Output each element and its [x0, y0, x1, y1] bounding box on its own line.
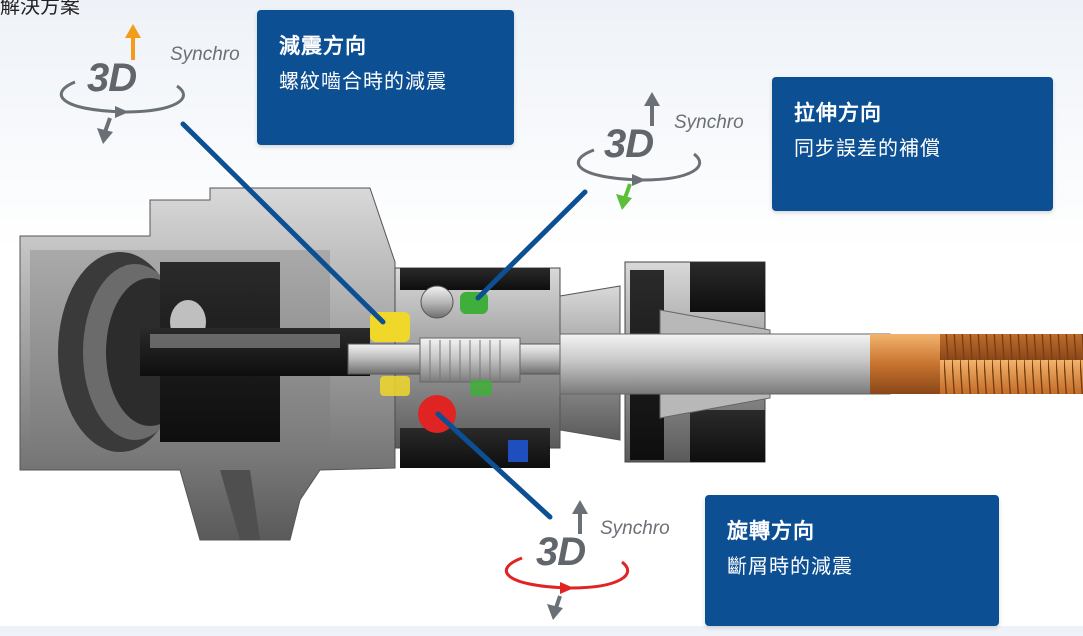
rotation-title: 旋轉方向: [727, 519, 815, 543]
rotation-direction-logo: 3D Synchro: [488, 496, 718, 636]
damping-description: 螺紋嚙合時的減震: [279, 69, 447, 93]
tension-title: 拉伸方向: [794, 101, 882, 125]
damping-connector-line: [180, 121, 386, 325]
damping-arrows-icon: [59, 24, 185, 144]
logo-synchro-text: Synchro: [170, 44, 240, 65]
tension-direction-callout: 拉伸方向 同步誤差的補償: [772, 77, 1053, 211]
rotation-description: 斷屑時的減震: [727, 554, 853, 578]
tap-tool: [559, 333, 1083, 395]
logo-synchro-text: Synchro: [674, 112, 744, 133]
tension-connector-line: [475, 189, 588, 301]
damping-title: 減震方向: [279, 34, 367, 58]
logo-3d-text: 3D: [604, 122, 654, 166]
tension-description: 同步誤差的補償: [794, 136, 941, 160]
tension-arrows-icon: [576, 92, 702, 210]
damping-direction-logo: 3D Synchro: [45, 20, 275, 160]
logo-3d-text: 3D: [536, 530, 586, 574]
holder-body: [19, 187, 396, 541]
rotation-direction-callout: 旋轉方向 斷屑時的減震: [705, 495, 999, 626]
rotation-arrows-icon: [504, 500, 630, 620]
damping-direction-callout: 減震方向 螺紋嚙合時的減震: [257, 10, 514, 145]
rotation-connector-line: [435, 411, 553, 520]
logo-3d-text: 3D: [87, 56, 137, 100]
page-caption: 解決方案: [0, 0, 80, 18]
tension-direction-logo: 3D Synchro: [560, 88, 790, 228]
logo-synchro-text: Synchro: [600, 518, 670, 539]
